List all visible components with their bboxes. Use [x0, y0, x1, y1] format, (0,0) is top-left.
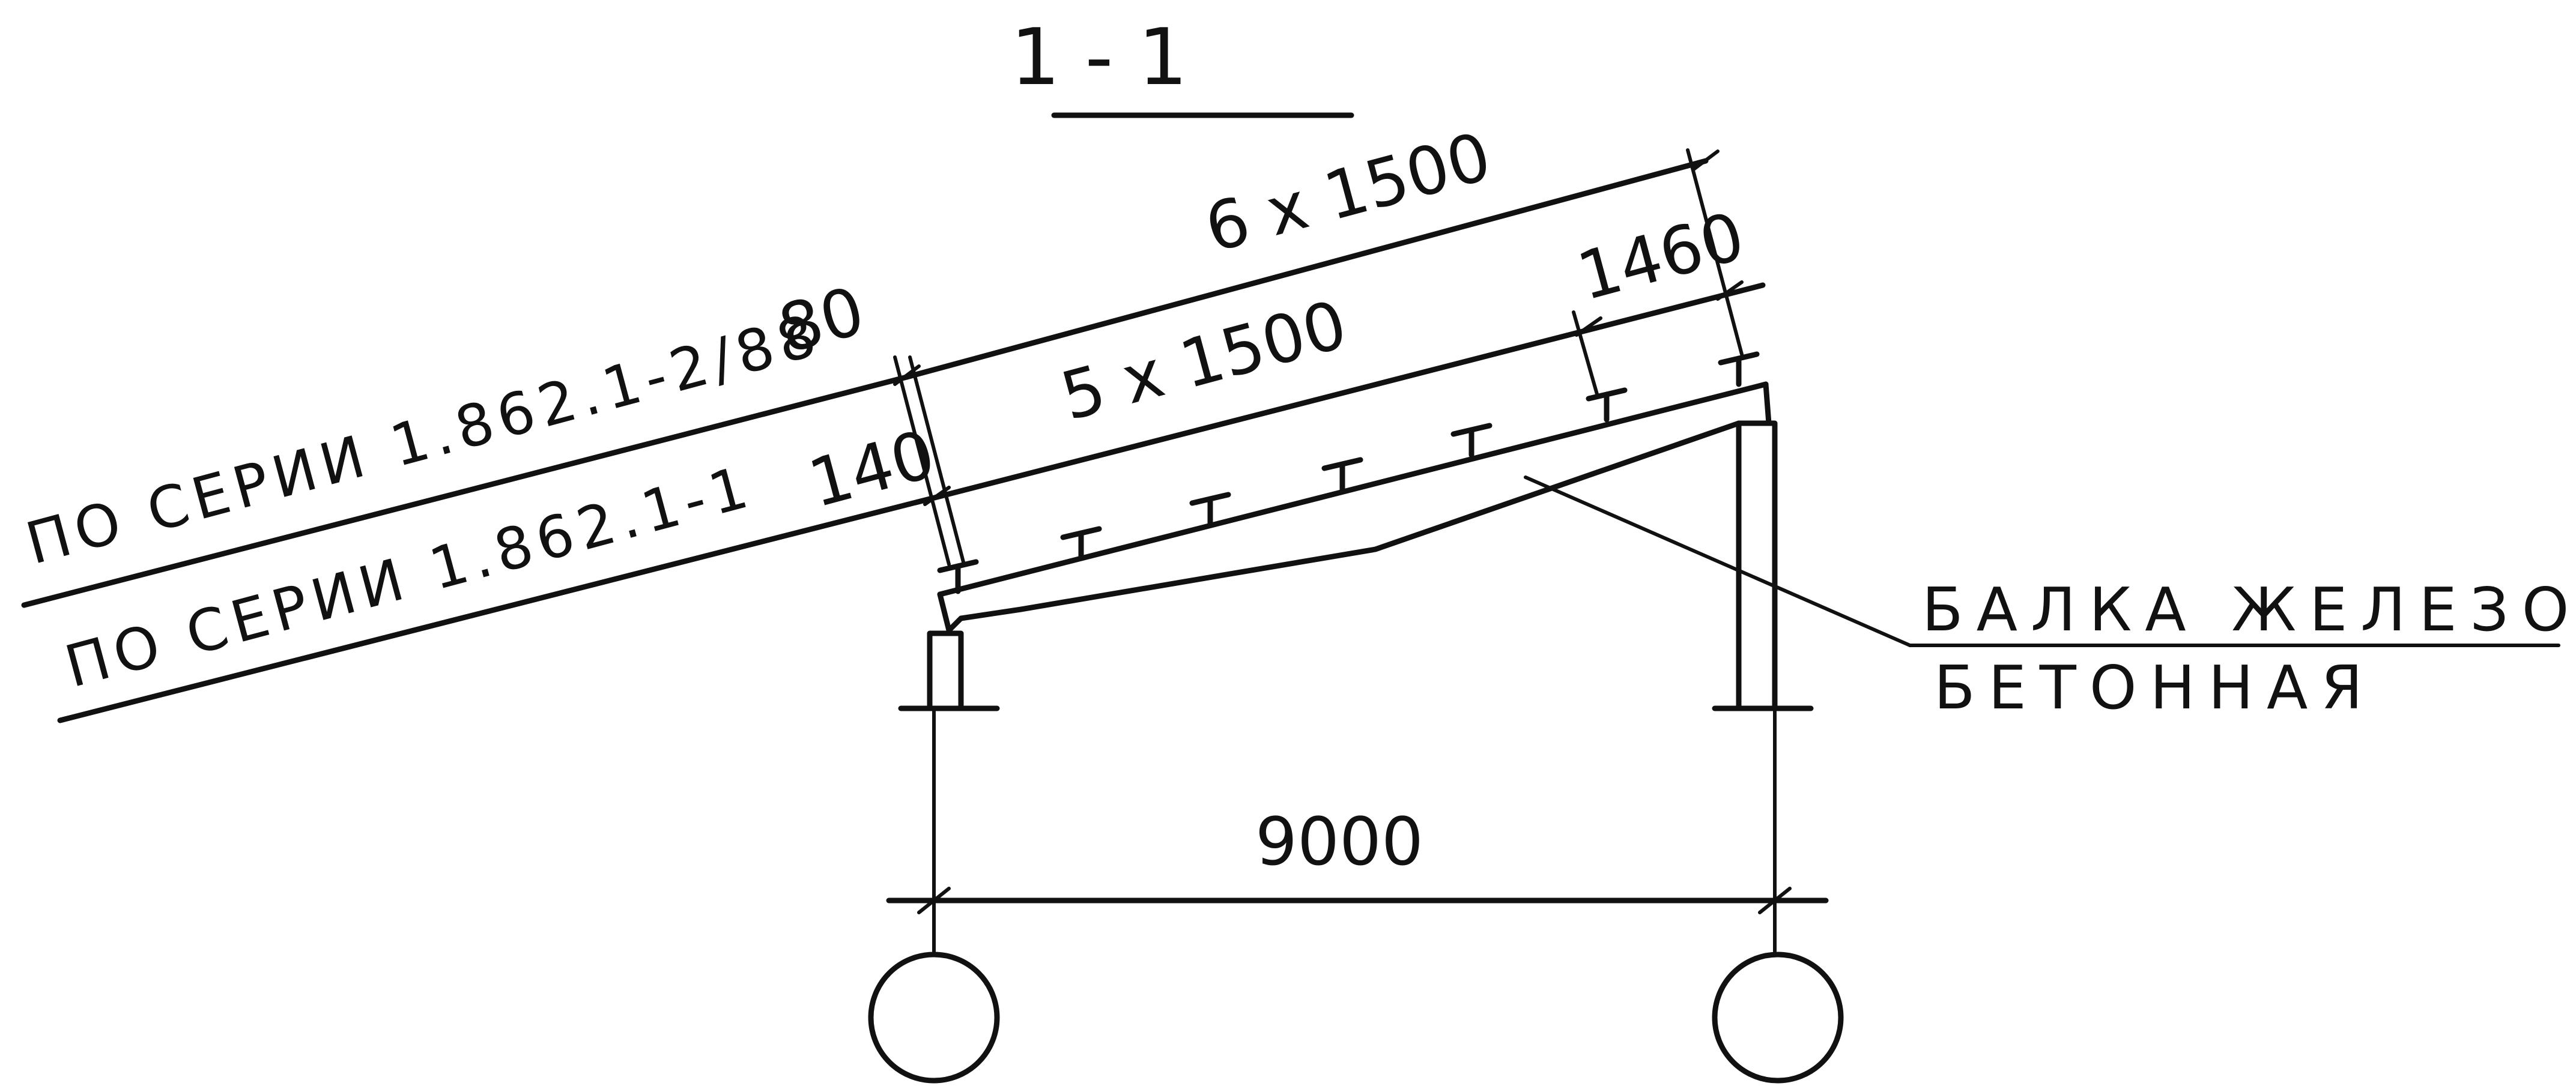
callout-line-2: БЕТОННАЯ: [1934, 653, 2376, 723]
upper-left-tick: [893, 364, 921, 386]
right-column: [1712, 420, 1814, 711]
beam-bottom-chord: [946, 420, 1742, 633]
grid-axis-bubble-right: [1712, 952, 1844, 1084]
purlin-4: [1321, 457, 1363, 492]
right-extension-line: [1686, 148, 1744, 356]
section-title-group: 1 - 1: [1011, 11, 1354, 118]
left-column: [898, 630, 1000, 711]
span-label: 9000: [1255, 803, 1423, 880]
concrete-beam: [937, 381, 1772, 633]
grid-axis-bubbles: [868, 952, 1844, 1084]
section-title: 1 - 1: [1011, 11, 1188, 103]
span-right-tick: [1758, 887, 1792, 914]
left-extension-inner: [908, 355, 966, 566]
top-run-label: 6 x 1500: [1198, 118, 1499, 267]
upper-right-tick: [1692, 149, 1720, 171]
beam-right-end: [1763, 381, 1772, 426]
beam-top-chord: [937, 381, 1769, 597]
purlin-6: [1586, 387, 1628, 423]
purlin-7: [1718, 351, 1760, 387]
lower-series-leader-line: [57, 494, 940, 723]
bottom-run-label: 5 x 1500: [1053, 286, 1355, 435]
purlin-2: [1060, 526, 1102, 561]
upper-dimension-line: [904, 158, 1709, 380]
left-extension-outer: [893, 355, 951, 566]
upper-series-leader-line: [21, 374, 910, 608]
lower-right-tick: [1716, 280, 1744, 301]
callout-line-1: БАЛКА ЖЕЛЕЗО-: [1922, 575, 2576, 645]
purlin-3: [1189, 492, 1231, 527]
extension-lines: [893, 148, 1744, 566]
left-offset-lower-label: 140: [801, 415, 943, 522]
upper-series-label: ПО СЕРИИ 1.862.1-2/88: [19, 301, 828, 578]
beam-callout: БАЛКА ЖЕЛЕЗО- БЕТОННАЯ: [1524, 475, 2576, 723]
mid-extension-line: [1572, 310, 1599, 398]
callout-leader-diagonal: [1524, 475, 1912, 647]
lower-dimension-line: [934, 282, 1766, 500]
span-left-tick: [917, 887, 951, 914]
beam-left-end: [937, 591, 952, 633]
purlin-5: [1450, 423, 1493, 458]
purlins: [937, 351, 1760, 594]
grid-axis-bubble-left: [868, 952, 1000, 1084]
span-dimension: 9000: [886, 707, 1829, 953]
